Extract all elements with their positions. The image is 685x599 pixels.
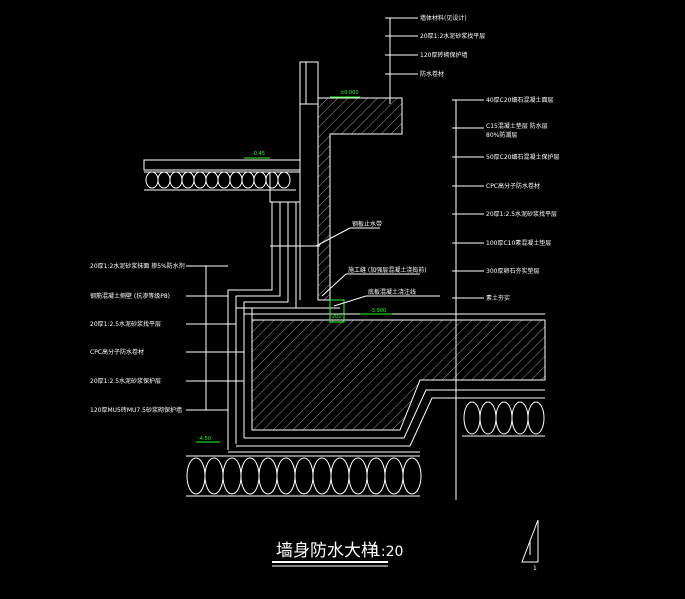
right-label-group: 40厚C20细石混凝土面层 C15混凝土垫层 防水层 80%防潮层 50厚C20…	[452, 96, 559, 500]
title-block: 墙身防水大样 1:20	[272, 541, 403, 567]
right-label-9: 素土夯实	[486, 294, 510, 302]
right-label-3: 80%防潮层	[486, 131, 517, 139]
left-label-2: 钢筋混凝土侧壁 (抗渗等级P8)	[90, 292, 170, 300]
top-label-1: 墙体材料(见设计)	[420, 14, 467, 22]
elevation-floor: -3.900	[370, 308, 386, 314]
drawing-title: 墙身防水大样	[276, 541, 378, 561]
left-label-5: 20厚1:2.5水泥砂浆保护层	[90, 377, 161, 385]
left-label-6: 120厚MU5砖MU7.5砂浆砌保护墙	[90, 406, 182, 414]
top-right-label-group: 墙体材料(见设计) 20厚1:2水泥砂浆找平层 120厚砖砌保护墙 防水卷材	[385, 14, 485, 104]
section-mark-icon: 1	[521, 519, 539, 572]
upper-wall: ±0.000	[299, 61, 403, 301]
top-label-4: 防水卷材	[420, 70, 444, 78]
corner-mark: 1	[533, 565, 537, 572]
left-label-3: 20厚1:2.5水泥砂浆找平层	[90, 320, 161, 328]
label-construction-joint: 施工缝 (加强层混凝土浇捣前)	[348, 266, 427, 274]
elevation-outdoor: -0.45	[252, 151, 265, 157]
label-wall-base: 底板混凝土浇注线	[368, 288, 416, 296]
top-label-3: 120厚砖砌保护墙	[420, 51, 467, 59]
right-label-2: C15混凝土垫层 防水层	[486, 122, 548, 130]
top-label-2: 20厚1:2水泥砂浆找平层	[420, 32, 485, 40]
gravel-bed: -4.50	[186, 401, 545, 497]
right-label-7: 100厚C10素混凝土垫层	[486, 239, 551, 247]
right-label-1: 40厚C20细石混凝土面层	[486, 96, 553, 104]
protective-wall-layers	[227, 202, 330, 450]
right-label-5: CPC高分子防水卷材	[486, 182, 540, 190]
left-label-4: CPC高分子防水卷材	[90, 348, 144, 356]
base-slab: -3.900 200	[228, 299, 546, 453]
right-label-8: 300厚卵石夯实垫层	[486, 267, 539, 275]
middle-label-group: 钢板止水带 施工缝 (加强层混凝土浇捣前) 底板混凝土浇注线	[315, 220, 440, 307]
right-label-6: 20厚1:2.5水泥砂浆找平层	[486, 210, 557, 218]
elevation-ground-top: ±0.000	[340, 90, 359, 96]
dim-small: 200	[332, 314, 342, 320]
left-label-group: 20厚1:2水泥砂浆抹面 掺5%防水剂 钢筋混凝土侧壁 (抗渗等级P8) 20厚…	[90, 262, 244, 414]
outdoor-ground: -0.45	[143, 151, 301, 203]
right-label-4: 50厚C20细石混凝土保护层	[486, 153, 559, 161]
drawing-scale: 1:20	[372, 544, 403, 560]
elevation-base-bottom: -4.50	[198, 436, 211, 442]
left-label-1: 20厚1:2水泥砂浆抹面 掺5%防水剂	[90, 262, 185, 270]
label-waterstop: 钢板止水带	[352, 220, 382, 228]
